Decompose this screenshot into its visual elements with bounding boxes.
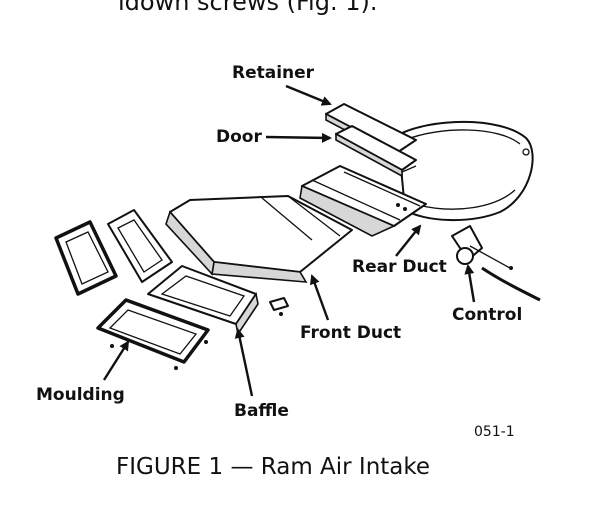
rear-duct-arrow (395, 224, 422, 257)
seal-frame-part (107, 209, 173, 283)
front-duct-part (165, 195, 353, 283)
label-baffle: Baffle (234, 328, 289, 421)
control-part (451, 225, 541, 302)
label-control: Control (452, 264, 522, 325)
front-duct-arrow (310, 274, 330, 321)
rear-duct-part (299, 165, 427, 237)
retainer-arrow (285, 84, 332, 106)
moulding-arrow (102, 340, 130, 381)
rear-duct-label: Rear Duct (352, 257, 447, 277)
control-label: Control (452, 305, 522, 325)
front-duct-label: Front Duct (300, 323, 401, 343)
label-moulding: Moulding (36, 340, 130, 405)
figure-caption: FIGURE 1 — Ram Air Intake (116, 454, 430, 480)
control-arrow (464, 264, 476, 303)
label-retainer: Retainer (232, 63, 332, 106)
moulding-part-left (54, 220, 118, 296)
baffle-part (147, 265, 259, 337)
small-clip-part (269, 297, 289, 316)
retainer-label: Retainer (232, 63, 315, 83)
door-arrow (265, 132, 332, 143)
moulding-part (96, 298, 210, 370)
moulding-label: Moulding (36, 385, 125, 405)
label-front-duct: Front Duct (300, 274, 401, 343)
air-cleaner-housing (397, 120, 534, 222)
baffle-label: Baffle (234, 401, 289, 421)
baffle-arrow (234, 328, 254, 397)
figure-code: 051-1 (474, 424, 515, 440)
door-label: Door (216, 127, 262, 147)
label-rear-duct: Rear Duct (352, 224, 447, 277)
label-door: Door (216, 127, 332, 147)
door-part (335, 125, 417, 178)
header-text-fragment: ldown screws (Fig. 1). (118, 0, 377, 16)
